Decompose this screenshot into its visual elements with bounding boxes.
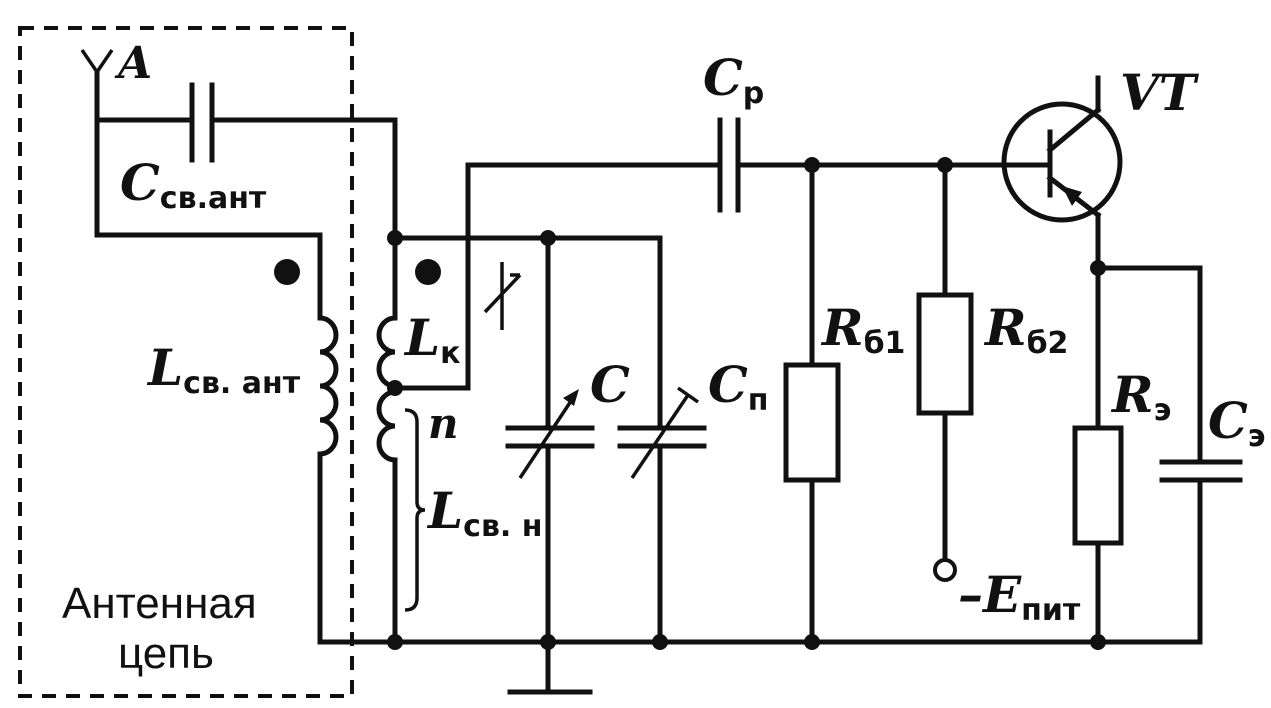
l-coupling-antenna-label: Lсв. ант [146,338,301,401]
tap-trimmer-symbol [483,262,522,330]
c-coupling-antenna-label: Cсв.ант [120,153,267,216]
emitter-capacitor [1095,265,1243,645]
antenna-label: A [114,38,152,89]
r-base1-label: Rб1 [820,298,905,361]
antenna-symbol [80,49,114,238]
r-emitter-label: Rэ [1110,365,1171,428]
antenna-circuit-caption-line2: цепь [118,629,214,678]
c-tuning-label: C [590,355,630,414]
coupling-capacitor [465,117,1053,213]
l-loop-label: Lк [403,308,461,371]
supply-label: –Eпит [958,565,1081,628]
r-base2-label: Rб2 [983,298,1068,361]
emitter-resistor [1072,260,1124,645]
tuning-capacitor [505,230,595,645]
antenna-coupling-inductor [94,232,339,645]
c-coupling-label: Cр [703,48,764,111]
antenna-coupling-capacitor [94,82,398,241]
l-coupling-load-label: Lсв. н [426,481,543,544]
trimmer-capacitor [617,235,707,645]
transistor [1001,75,1123,271]
antenna-circuit-boundary [18,26,354,698]
base-resistor-2 [916,157,974,582]
ground-bus [317,634,1203,695]
c-emitter-label: Cэ [1208,391,1266,454]
antenna-circuit-caption-line1: Антенная [62,579,257,628]
base-resistor-1 [783,157,841,645]
tap-n-label: n [428,399,459,448]
c-trimmer-label: Cп [708,355,769,418]
load-coupling-inductor [376,385,426,645]
transistor-label: VT [1120,63,1200,122]
